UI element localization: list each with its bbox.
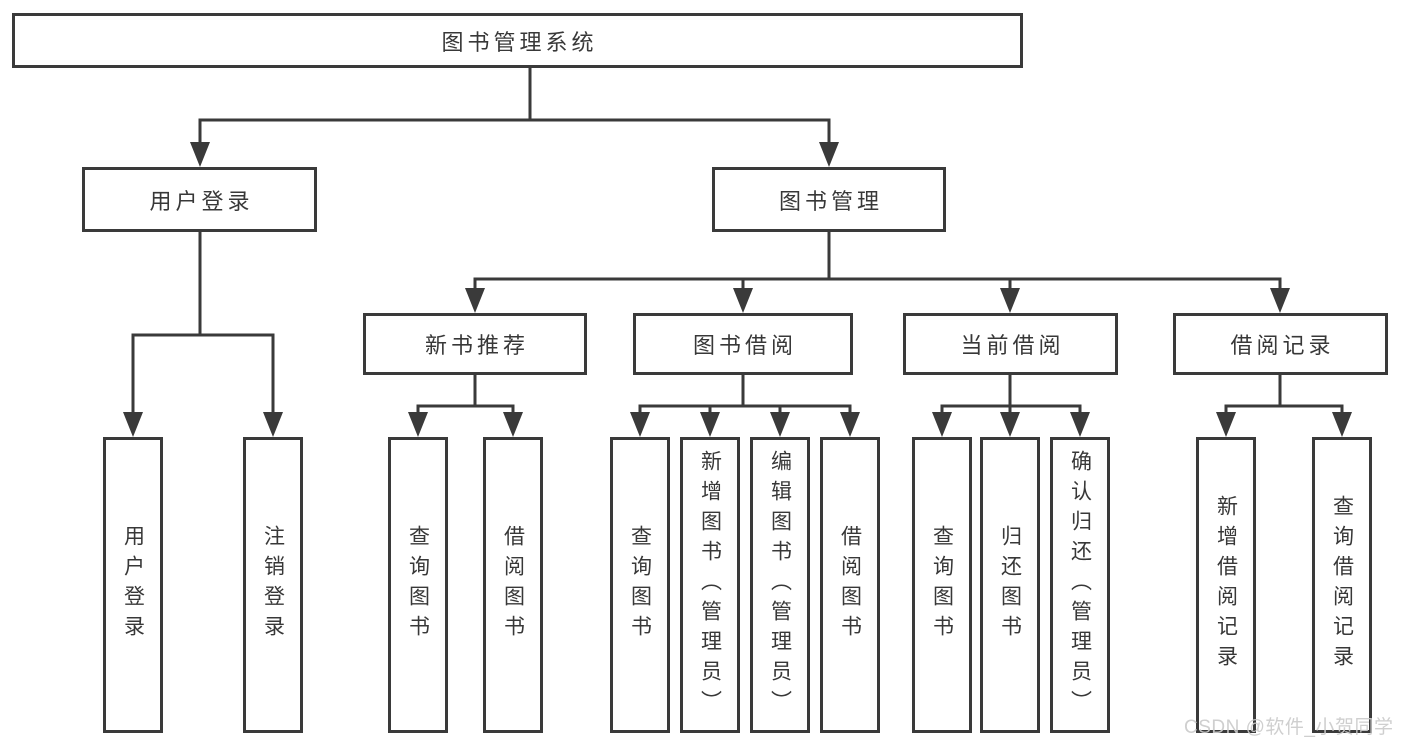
node-book-borrowing: 图书借阅 (633, 313, 853, 375)
leaf-return-books: 归还图书 (980, 437, 1040, 733)
edge-records-branch (1224, 375, 1344, 425)
leaf-add-borrow-record: 新增借阅记录 (1196, 437, 1256, 733)
leaf-logout: 注销登录 (243, 437, 303, 733)
leaf-add-books-admin: 新增图书（管理员） (680, 437, 740, 733)
leaf-query-books-borrowing: 查询图书 (610, 437, 670, 733)
leaf-query-borrow-record: 查询借阅记录 (1312, 437, 1372, 733)
leaf-edit-books-admin: 编辑图书（管理员） (750, 437, 810, 733)
edge-recommend-branch (416, 375, 515, 425)
node-current-borrowing: 当前借阅 (903, 313, 1118, 375)
leaf-confirm-return-admin: 确认归还（管理员） (1050, 437, 1110, 733)
node-book-management: 图书管理 (712, 167, 946, 232)
leaf-query-books-recommend: 查询图书 (388, 437, 448, 733)
leaf-borrow-books-borrowing: 借阅图书 (820, 437, 880, 733)
node-new-book-recommendation: 新书推荐 (363, 313, 587, 375)
leaf-query-books-current: 查询图书 (912, 437, 972, 733)
leaf-user-login: 用户登录 (103, 437, 163, 733)
node-user-login: 用户登录 (82, 167, 317, 232)
node-borrowing-records: 借阅记录 (1173, 313, 1388, 375)
edge-book-mgmt-branch (473, 232, 1282, 303)
edge-root-branch (198, 68, 831, 155)
node-root-library-system: 图书管理系统 (12, 13, 1023, 68)
csdn-watermark: CSDN @软件_小贺同学 (1184, 717, 1394, 738)
arrowheads (123, 142, 1352, 437)
edge-borrowing-branch (638, 375, 852, 425)
leaf-borrow-books-recommend: 借阅图书 (483, 437, 543, 733)
edge-user-login-branch (131, 232, 275, 425)
